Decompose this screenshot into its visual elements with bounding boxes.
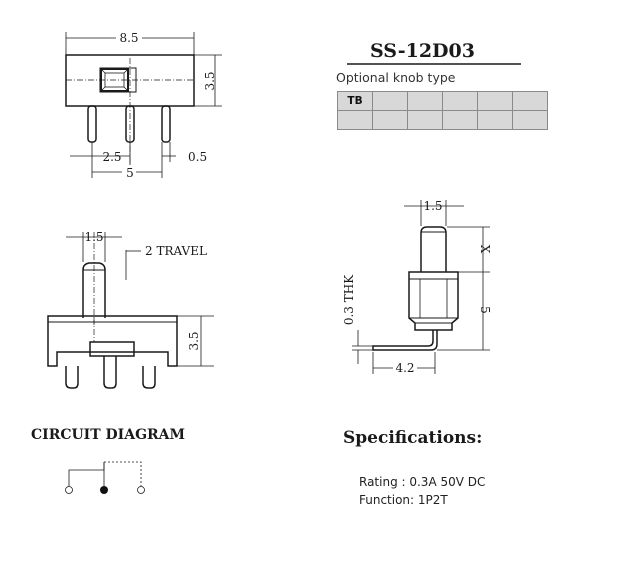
side-knob-width: 1.5: [423, 199, 442, 213]
spec-rating: Rating : 0.3A 50V DC: [359, 475, 486, 489]
side-foot-length: 4.2: [395, 361, 414, 375]
table-row: TB: [337, 91, 548, 111]
knob-type-table: TB: [337, 91, 548, 130]
knob-type-label: Optional knob type: [336, 70, 456, 85]
top-view: 8.5 3.5 2.5 0.5 5: [65, 30, 222, 180]
table-cell: [512, 110, 548, 130]
side-knob-height: X: [478, 245, 492, 254]
table-cell: [477, 110, 513, 130]
part-number-title: SS-12D03: [370, 40, 475, 62]
dim-height: 3.5: [203, 71, 217, 90]
circuit-terminal-1: [65, 486, 73, 494]
table-cell: [372, 91, 408, 111]
top-view-pins: [87, 105, 171, 143]
table-cell: [407, 91, 443, 111]
dim-width: 8.5: [119, 31, 138, 45]
table-cell: [372, 110, 408, 130]
spec-function: Function: 1P2T: [359, 493, 448, 507]
front-body-height: 3.5: [187, 331, 201, 350]
side-body-height: 5: [478, 306, 492, 314]
specifications-title: Specifications:: [343, 428, 483, 448]
table-cell: [407, 110, 443, 130]
front-knob-width: 1.5: [84, 230, 103, 244]
table-row: [337, 110, 548, 130]
table-cell: TB: [337, 91, 373, 111]
table-cell: [442, 91, 478, 111]
table-cell: [442, 110, 478, 130]
front-base: [89, 341, 135, 357]
front-view: 1.5 2 TRAVEL 3.5: [47, 230, 214, 389]
dim-pin-span: 5: [126, 166, 134, 180]
circuit-diagram: [65, 461, 145, 494]
side-body: [408, 271, 459, 331]
travel-label: 2 TRAVEL: [145, 244, 207, 258]
side-thickness: 0.3 THK: [342, 274, 356, 325]
table-cell: [512, 91, 548, 111]
front-body: [47, 315, 178, 367]
table-cell: [477, 91, 513, 111]
circuit-common-terminal: [100, 486, 108, 494]
circuit-diagram-title: CIRCUIT DIAGRAM: [31, 427, 186, 443]
side-view: 1.5 X 5 0.3 THK 4.2: [342, 199, 492, 375]
dim-pin-pitch: 2.5: [102, 150, 121, 164]
front-pins: [65, 356, 156, 389]
side-knob: [420, 226, 447, 272]
circuit-terminal-3: [137, 486, 145, 494]
slider-knob: [100, 68, 129, 92]
side-terminal: [372, 330, 438, 351]
dim-pin-width: 0.5: [188, 150, 207, 164]
table-cell: [337, 110, 373, 130]
